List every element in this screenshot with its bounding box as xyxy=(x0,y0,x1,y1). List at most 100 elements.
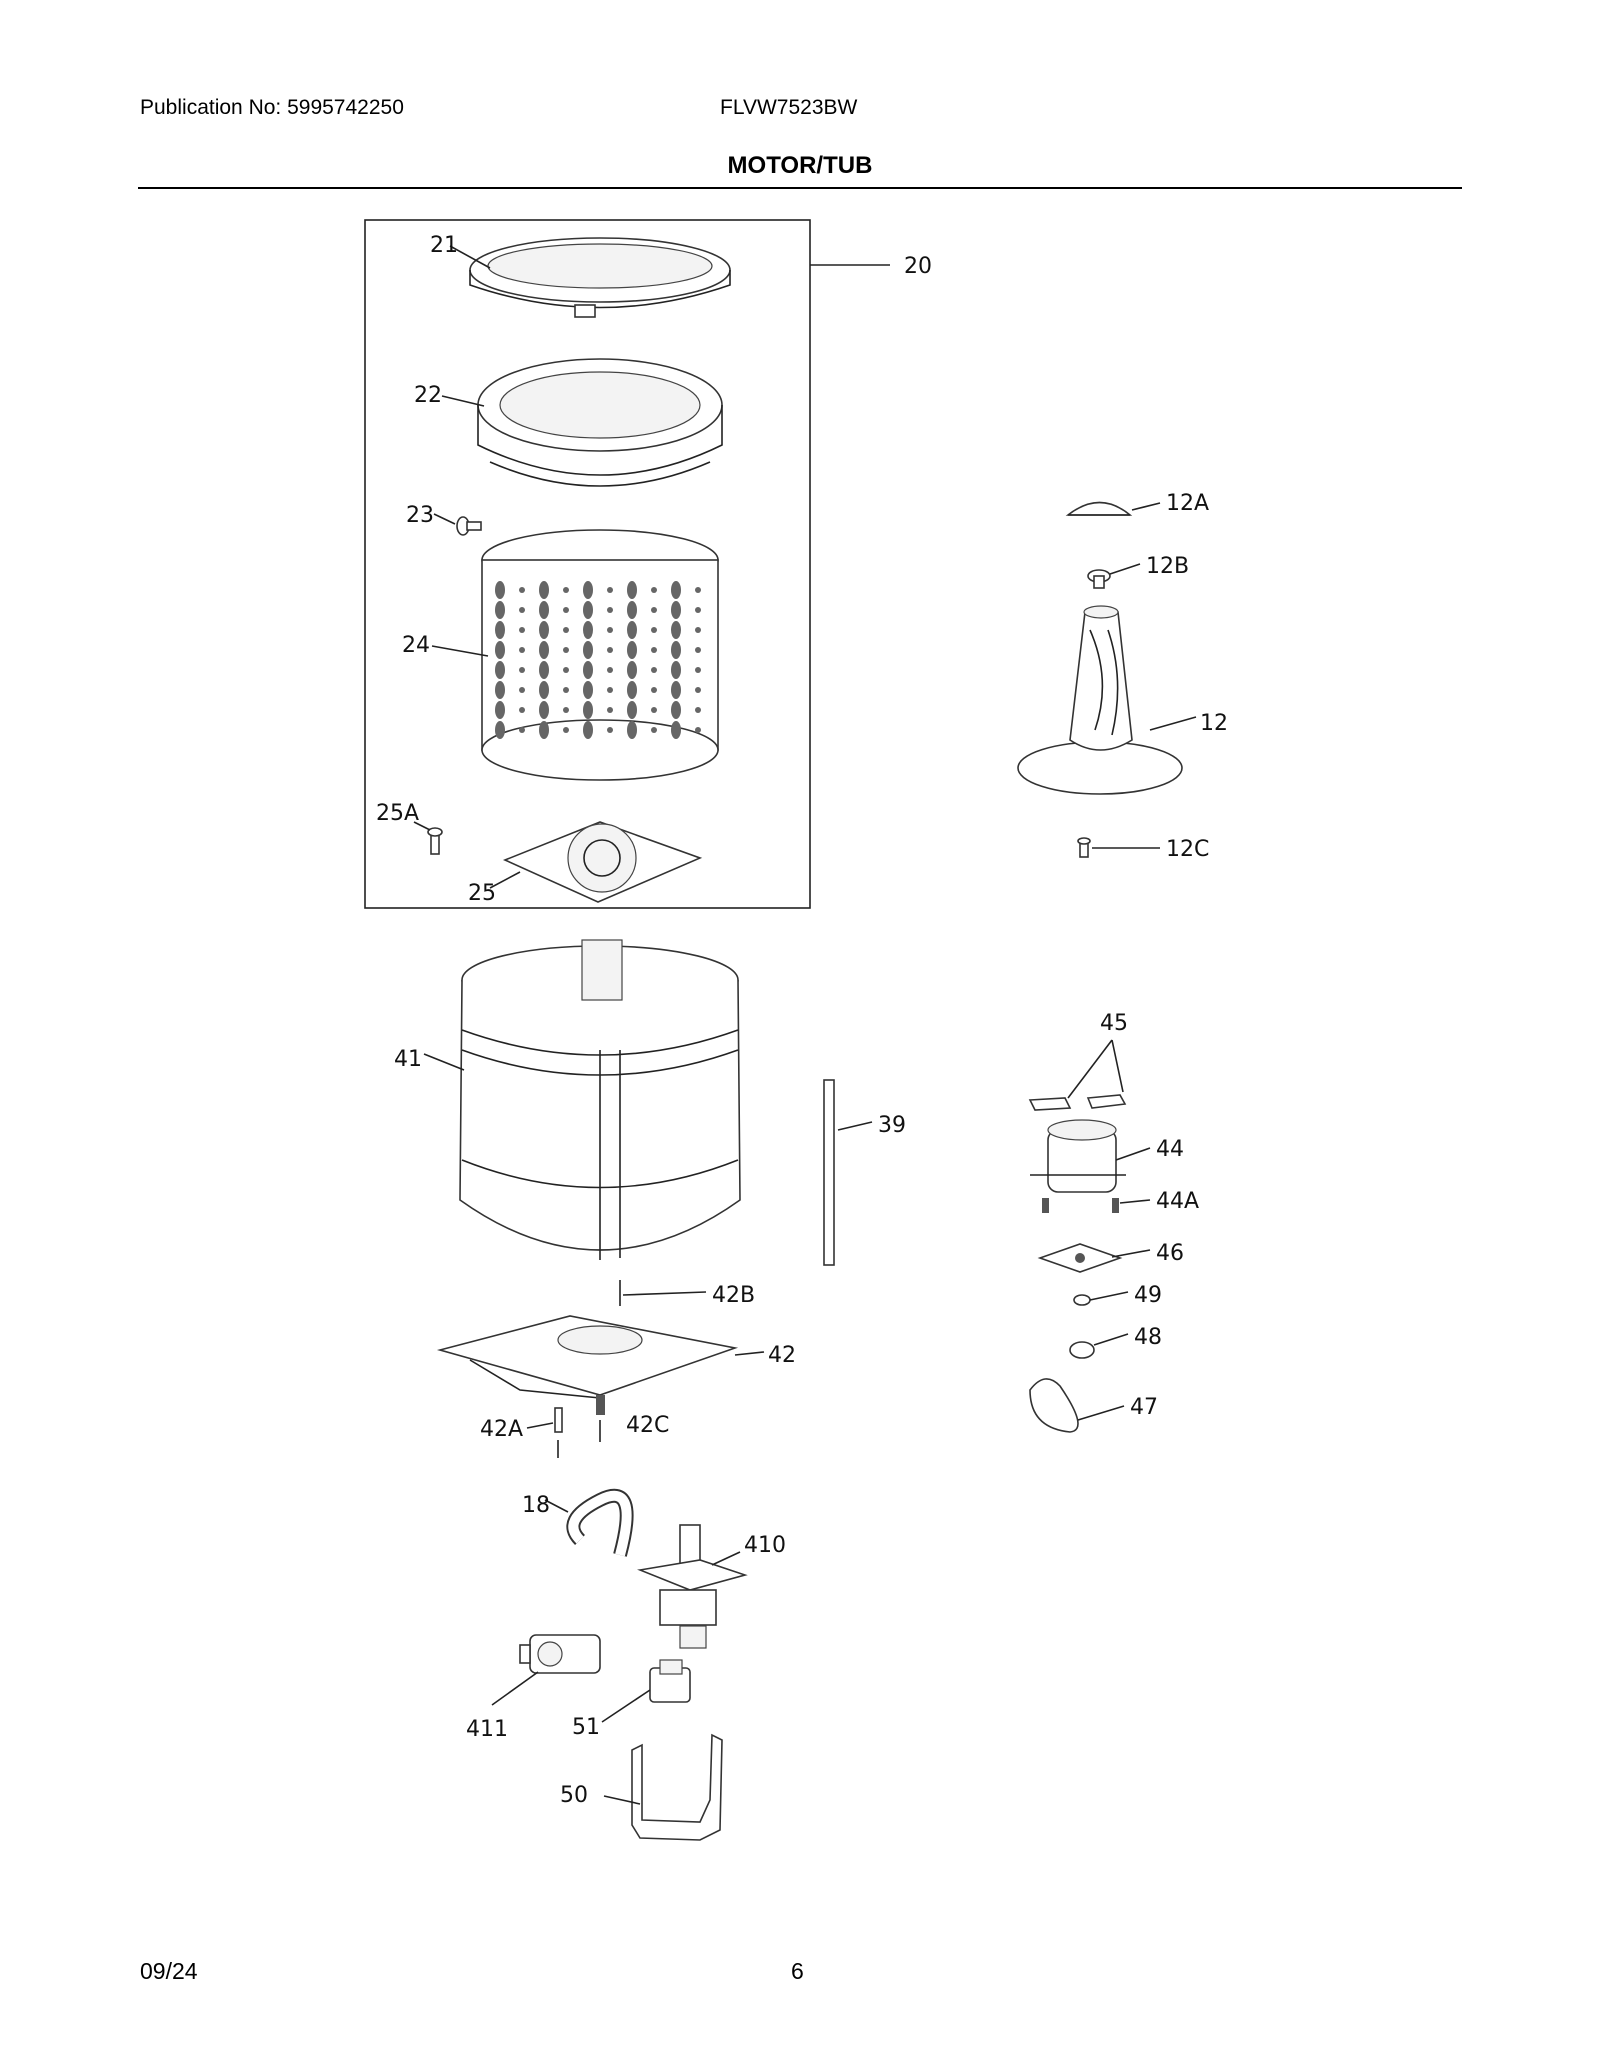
leader-41 xyxy=(423,1053,465,1071)
basket-perforation xyxy=(539,641,549,659)
leader-45b xyxy=(1111,1039,1124,1093)
basket-perforation xyxy=(539,621,549,639)
part-25A-screw xyxy=(427,827,443,855)
part-39-suspension-rod xyxy=(823,1079,835,1266)
basket-perforation xyxy=(607,647,613,653)
callout-44A: 44A xyxy=(1156,1189,1199,1214)
basket-perforation xyxy=(607,687,613,693)
leader-25 xyxy=(489,871,521,889)
basket-perforation xyxy=(671,721,681,739)
basket-perforation xyxy=(651,607,657,613)
callout-41: 41 xyxy=(394,1047,422,1072)
basket-perforation xyxy=(695,627,701,633)
part-25-hub-flange xyxy=(502,821,703,903)
part-49-washer xyxy=(1073,1294,1091,1306)
callout-51: 51 xyxy=(572,1715,600,1740)
basket-perforation xyxy=(695,707,701,713)
basket-perforation xyxy=(563,687,569,693)
basket-perforation xyxy=(651,627,657,633)
callout-23: 23 xyxy=(406,503,434,528)
basket-perforation xyxy=(563,587,569,593)
leader-21 xyxy=(449,245,491,269)
assembly-box-20 xyxy=(364,219,811,909)
basket-perforation xyxy=(695,587,701,593)
part-23-screw xyxy=(456,516,482,536)
basket-perforation xyxy=(671,621,681,639)
callout-42C: 42C xyxy=(626,1413,669,1438)
callout-45: 45 xyxy=(1100,1011,1128,1036)
basket-perforation xyxy=(519,587,525,593)
callout-12: 12 xyxy=(1200,711,1228,736)
leader-12 xyxy=(1149,716,1197,731)
leader-410 xyxy=(711,1551,741,1566)
basket-perforation xyxy=(583,621,593,639)
part-12A-agitator-cap xyxy=(1065,501,1133,516)
leader-45a xyxy=(1067,1039,1113,1099)
basket-perforation xyxy=(519,667,525,673)
part-12-agitator xyxy=(1017,605,1183,795)
part-44A-screws xyxy=(1042,1198,1119,1213)
leader-49 xyxy=(1089,1291,1129,1301)
part-47-drive-belt xyxy=(1029,1378,1079,1433)
callout-47: 47 xyxy=(1130,1395,1158,1420)
part-50-bracket xyxy=(631,1733,723,1841)
callout-25: 25 xyxy=(468,881,496,906)
basket-perforation xyxy=(495,701,505,719)
callout-22: 22 xyxy=(414,383,442,408)
part-42C-screw xyxy=(596,1395,605,1442)
basket-perforation xyxy=(607,627,613,633)
basket-perforation xyxy=(671,661,681,679)
leader-44A xyxy=(1119,1199,1151,1204)
basket-perforation xyxy=(627,621,637,639)
part-41-outer-tub xyxy=(459,939,741,1260)
basket-perforation xyxy=(563,607,569,613)
basket-perforation xyxy=(495,601,505,619)
part-22-tub-ring xyxy=(477,358,723,487)
callout-24: 24 xyxy=(402,633,430,658)
leader-39 xyxy=(837,1121,873,1131)
basket-perforation xyxy=(495,581,505,599)
leader-22 xyxy=(441,395,485,407)
leader-46 xyxy=(1111,1249,1151,1258)
basket-perforation xyxy=(563,667,569,673)
basket-perforation xyxy=(495,621,505,639)
basket-perforation xyxy=(539,681,549,699)
callout-42A: 42A xyxy=(480,1417,523,1442)
basket-perforation xyxy=(627,661,637,679)
basket-perforation xyxy=(583,641,593,659)
basket-perforation xyxy=(519,607,525,613)
model-number: FLVW7523BW xyxy=(720,96,858,119)
basket-perforation xyxy=(539,661,549,679)
callout-12B: 12B xyxy=(1146,554,1189,579)
basket-perforation xyxy=(627,701,637,719)
callout-18: 18 xyxy=(522,1493,550,1518)
header-rule xyxy=(138,187,1462,189)
basket-perforation xyxy=(671,681,681,699)
basket-perforation xyxy=(495,721,505,739)
part-24-spin-basket xyxy=(481,529,719,781)
part-48-nut xyxy=(1069,1341,1095,1359)
basket-perforation xyxy=(695,647,701,653)
basket-perforation xyxy=(607,707,613,713)
basket-perforation xyxy=(695,727,701,733)
part-410-transmission xyxy=(637,1524,748,1649)
leader-18 xyxy=(544,1499,569,1513)
basket-perforation xyxy=(695,687,701,693)
basket-perforation xyxy=(583,661,593,679)
callout-411: 411 xyxy=(466,1717,508,1742)
leader-44 xyxy=(1115,1147,1151,1161)
basket-perforation xyxy=(651,687,657,693)
basket-perforation xyxy=(583,601,593,619)
part-12C-screw xyxy=(1077,837,1091,858)
callout-46: 46 xyxy=(1156,1241,1184,1266)
basket-perforation xyxy=(695,607,701,613)
leader-48 xyxy=(1093,1333,1129,1346)
basket-perforation xyxy=(671,641,681,659)
basket-perforation xyxy=(539,601,549,619)
basket-perforation xyxy=(583,681,593,699)
callout-12C: 12C xyxy=(1166,837,1209,862)
part-411-drain-pump xyxy=(519,1634,601,1674)
callout-50: 50 xyxy=(560,1783,588,1808)
part-51-shifter xyxy=(649,1659,691,1703)
